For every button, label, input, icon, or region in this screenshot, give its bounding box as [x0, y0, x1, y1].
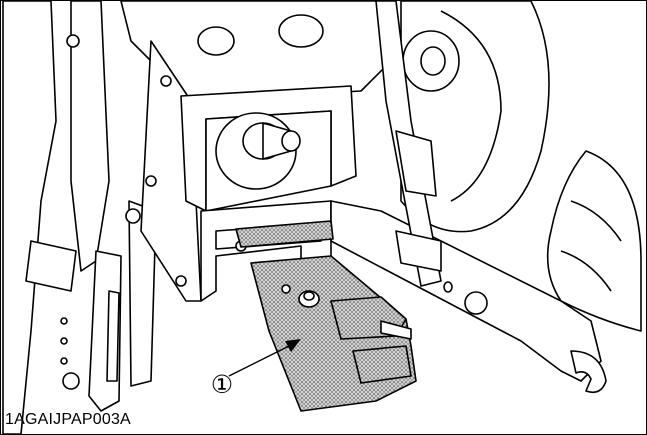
figure-code: 1AGAIJPAP003A [5, 411, 131, 428]
rear-tire [400, 1, 642, 332]
right-lower-link [330, 1, 607, 394]
callout-leader [228, 339, 301, 377]
drawbar [235, 220, 417, 412]
left-lift-linkage [2, 1, 157, 434]
callout-number-1: ① [210, 370, 234, 399]
transmission-housing [120, 1, 392, 302]
pto-shaft [215, 112, 301, 190]
